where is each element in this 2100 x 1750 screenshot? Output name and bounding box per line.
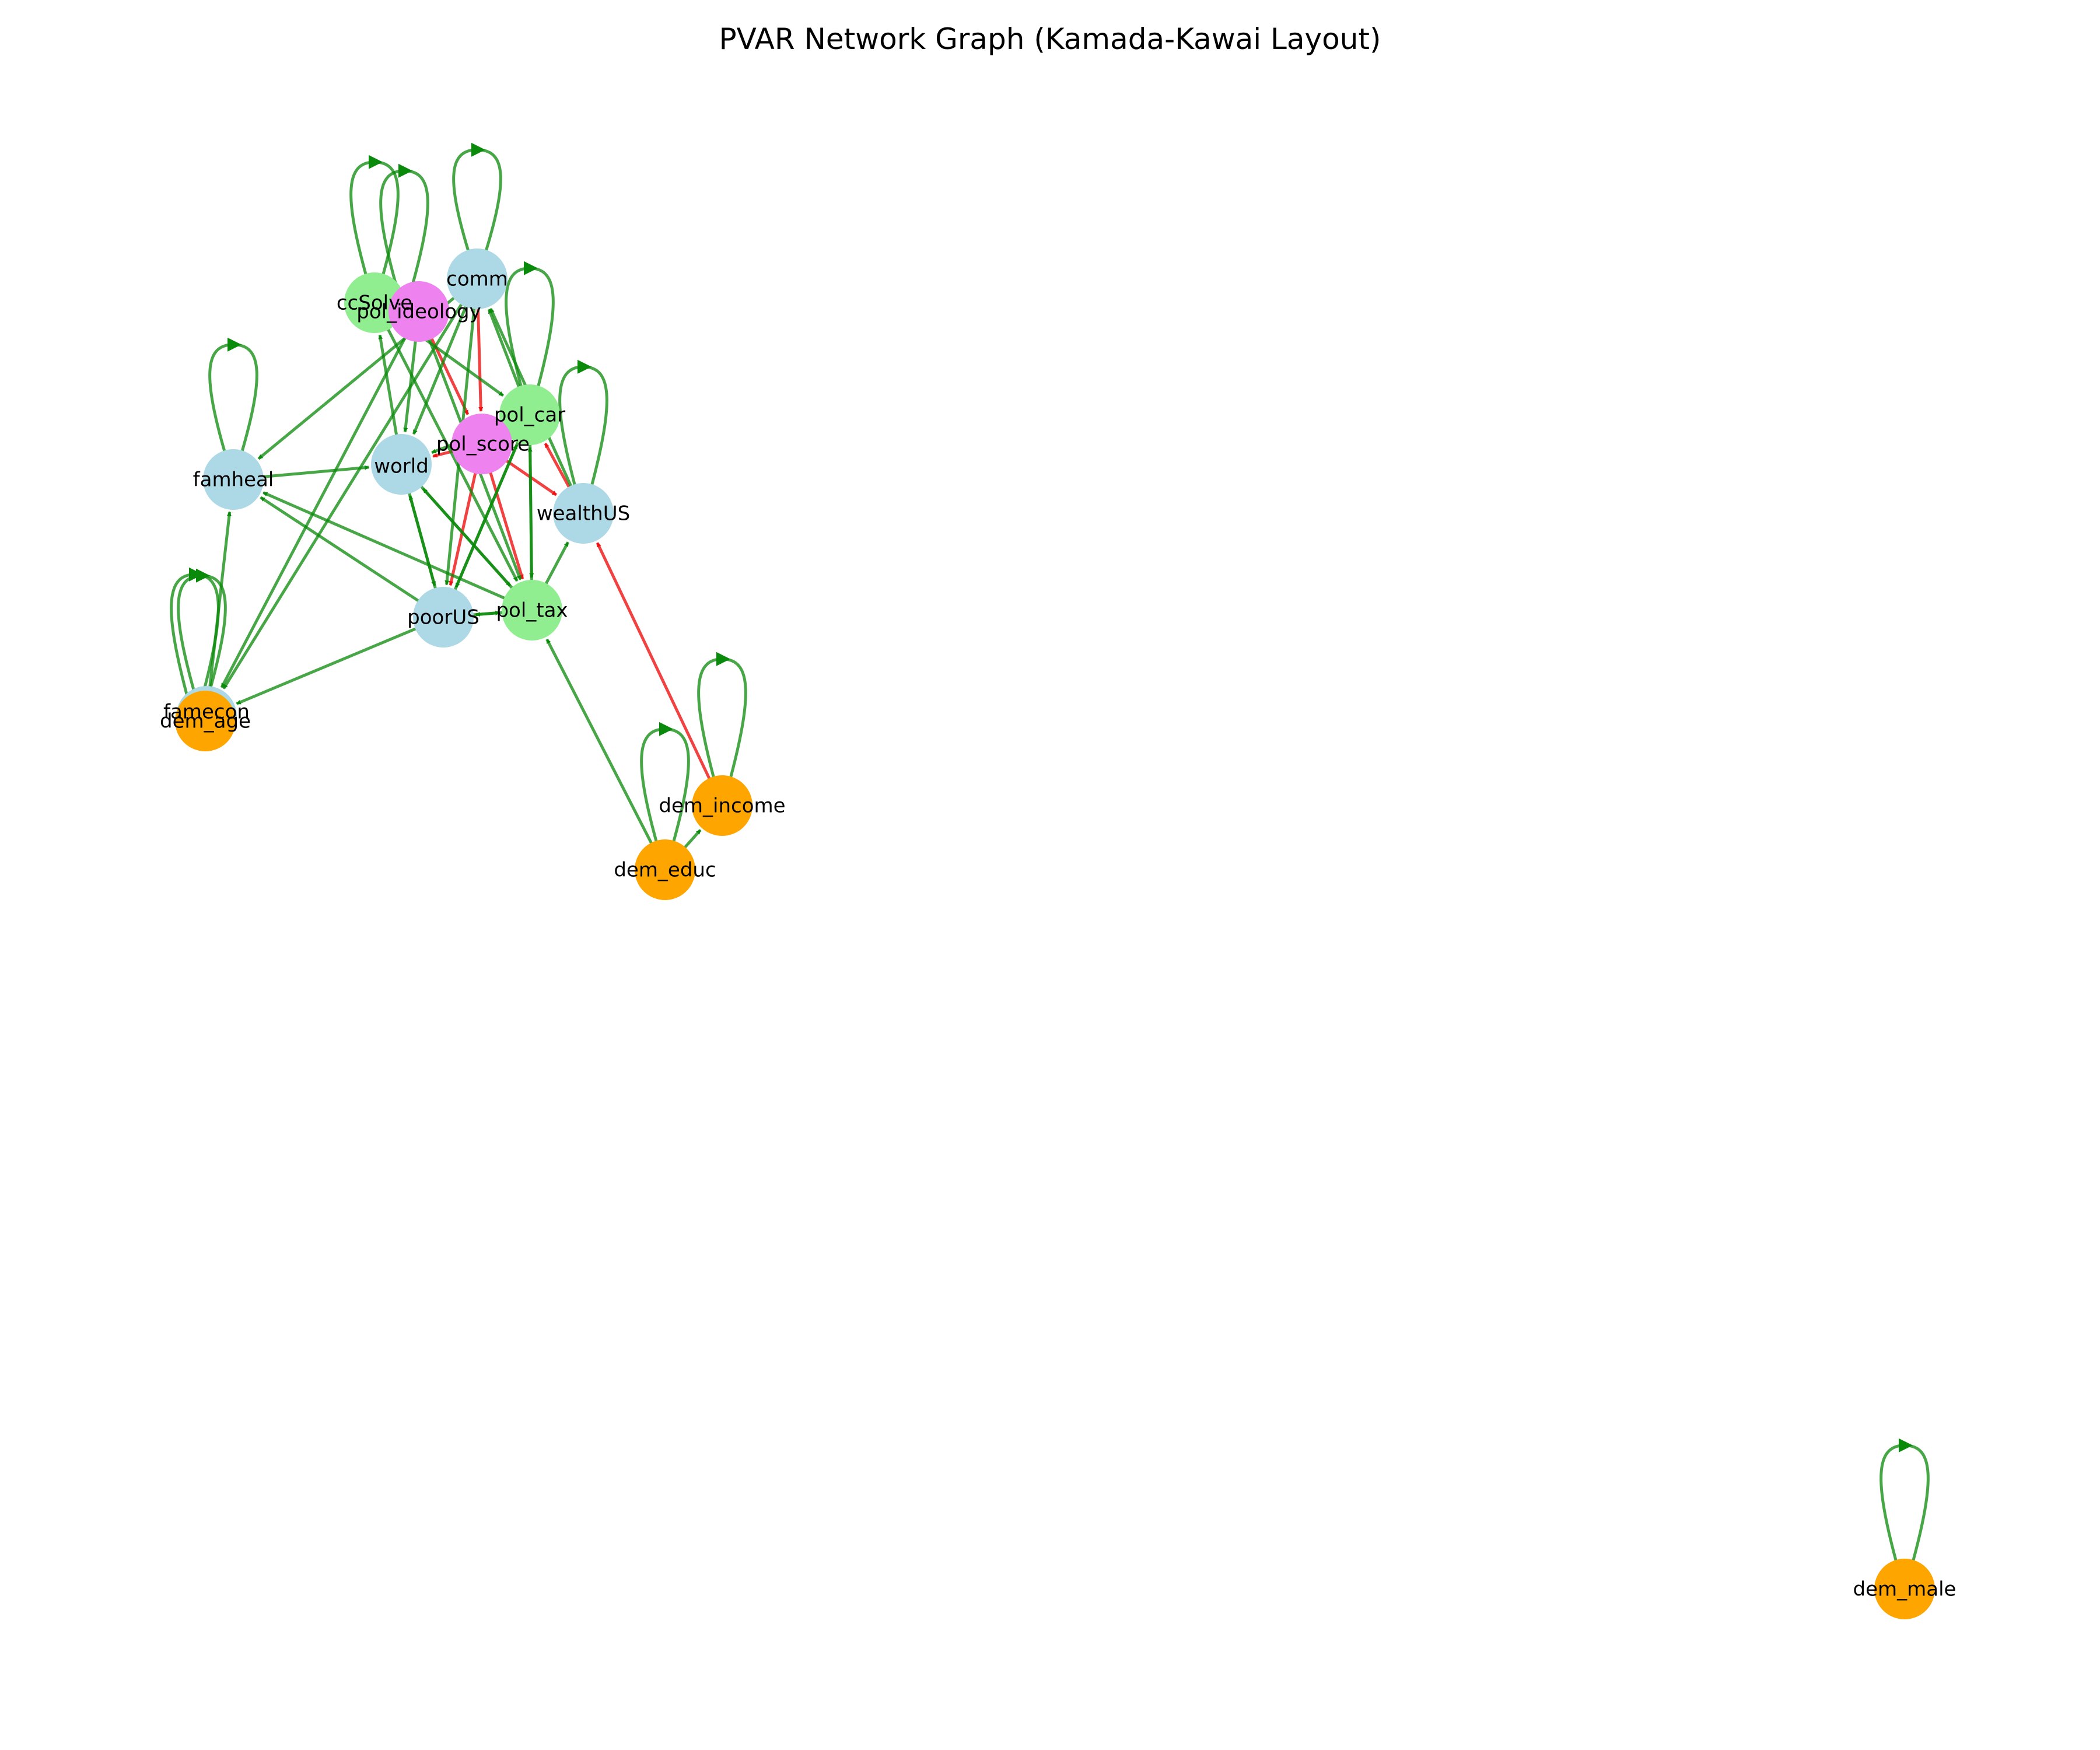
self-loop-arrow-ccSolve	[369, 155, 383, 169]
self-loop-arrow-comm	[471, 142, 485, 157]
node-pol_tax[interactable]	[502, 580, 562, 640]
edge-poorUS-to-pol_car	[446, 444, 519, 607]
node-comm[interactable]	[447, 249, 508, 309]
node-circle-world	[371, 434, 432, 495]
node-poorUS[interactable]	[413, 587, 474, 648]
node-label-dem_male: dem_male	[1853, 1578, 1957, 1601]
self-loops	[170, 142, 1930, 1572]
graph-title: PVAR Network Graph (Kamada-Kawai Layout)	[719, 22, 1381, 56]
node-label-pol_car: pol_car	[494, 404, 565, 427]
node-pol_score[interactable]	[452, 414, 512, 474]
node-circle-pol_tax	[502, 580, 562, 640]
node-circle-pol_score	[452, 414, 512, 474]
edge-world-to-pol_tax	[408, 472, 512, 587]
node-circle-dem_educ	[635, 839, 695, 900]
node-label-comm: comm	[446, 268, 508, 291]
node-circle-wealthUS	[553, 483, 614, 544]
self-loop-famheal	[208, 343, 258, 462]
edges	[206, 285, 719, 862]
edge-famheal-to-world	[245, 465, 370, 480]
self-loop-pol_car	[505, 267, 555, 397]
node-circle-comm	[447, 249, 508, 309]
node-pol_car[interactable]	[499, 384, 560, 445]
node-world[interactable]	[371, 434, 432, 495]
self-loop-arrow-dem_educ	[659, 722, 673, 736]
node-circle-dem_male	[1874, 1559, 1935, 1619]
node-circle-pol_ideology	[388, 281, 449, 342]
self-loop-arrow-pol_ideology	[398, 163, 412, 178]
node-dem_income[interactable]	[692, 775, 752, 836]
node-circle-pol_car	[499, 384, 560, 445]
edge-comm-to-famecon	[222, 288, 473, 690]
edge-poorUS-to-famheal	[260, 496, 434, 612]
node-label-world: world	[374, 455, 429, 478]
self-loop-arrow-dem_male	[1899, 1438, 1913, 1452]
node-pol_ideology[interactable]	[388, 281, 449, 342]
self-loop-arrow-pol_car	[524, 261, 538, 275]
edge-dem_income-to-wealthUS	[596, 542, 719, 796]
node-famheal[interactable]	[203, 449, 264, 510]
edge-comm-to-pol_score	[476, 290, 484, 412]
edge-pol_ideology-to-famecon	[220, 321, 415, 688]
node-circle-poorUS	[413, 587, 474, 648]
node-label-wealthUS: wealthUS	[537, 502, 630, 526]
node-label-dem_educ: dem_educ	[614, 859, 716, 882]
self-loop-arrow-famheal	[228, 337, 242, 352]
node-circle-dem_income	[692, 775, 752, 836]
edge-world-to-ccSolve	[378, 334, 401, 453]
self-loop-arrow-dem_income	[716, 652, 730, 666]
node-label-famecon: famecon	[163, 701, 250, 724]
node-label-famheal: famheal	[193, 468, 274, 492]
self-loop-pol_ideology	[379, 169, 429, 294]
node-label-dem_income: dem_income	[659, 794, 785, 818]
self-loop-dem_educ	[640, 727, 690, 852]
node-label-pol_tax: pol_tax	[496, 599, 568, 622]
edge-pol_score-to-poorUS	[449, 455, 481, 586]
edge-poorUS-to-famecon	[236, 620, 433, 705]
node-label-ccSolve: ccSolve	[337, 292, 412, 315]
node-dem_educ[interactable]	[635, 839, 695, 900]
edge-world-to-poorUS	[403, 475, 436, 586]
edge-comm-to-world	[412, 289, 474, 435]
self-loop-arrow-wealthUS	[578, 359, 592, 374]
node-wealthUS[interactable]	[553, 483, 614, 544]
edge-pol_tax-to-pol_car	[527, 446, 534, 598]
node-dem_age[interactable]	[175, 691, 236, 751]
edge-pol_score-to-pol_tax	[484, 455, 524, 580]
edge-famecon-to-famheal	[206, 511, 232, 705]
self-loop-comm	[452, 148, 502, 261]
node-label-dem_age: dem_age	[160, 710, 251, 733]
node-label-pol_score: pol_score	[436, 433, 530, 456]
node-label-pol_ideology: pol_ideology	[356, 300, 481, 324]
self-loop-dem_male	[1880, 1444, 1930, 1572]
node-circle-famheal	[203, 449, 264, 510]
edge-pol_tax-to-famheal	[262, 491, 522, 607]
node-circle-dem_age	[175, 691, 236, 751]
node-dem_male[interactable]	[1874, 1559, 1935, 1619]
node-label-poorUS: poorUS	[407, 606, 480, 629]
edge-dem_educ-to-pol_tax	[545, 638, 661, 860]
self-loop-arrow-dem_age	[189, 567, 203, 582]
